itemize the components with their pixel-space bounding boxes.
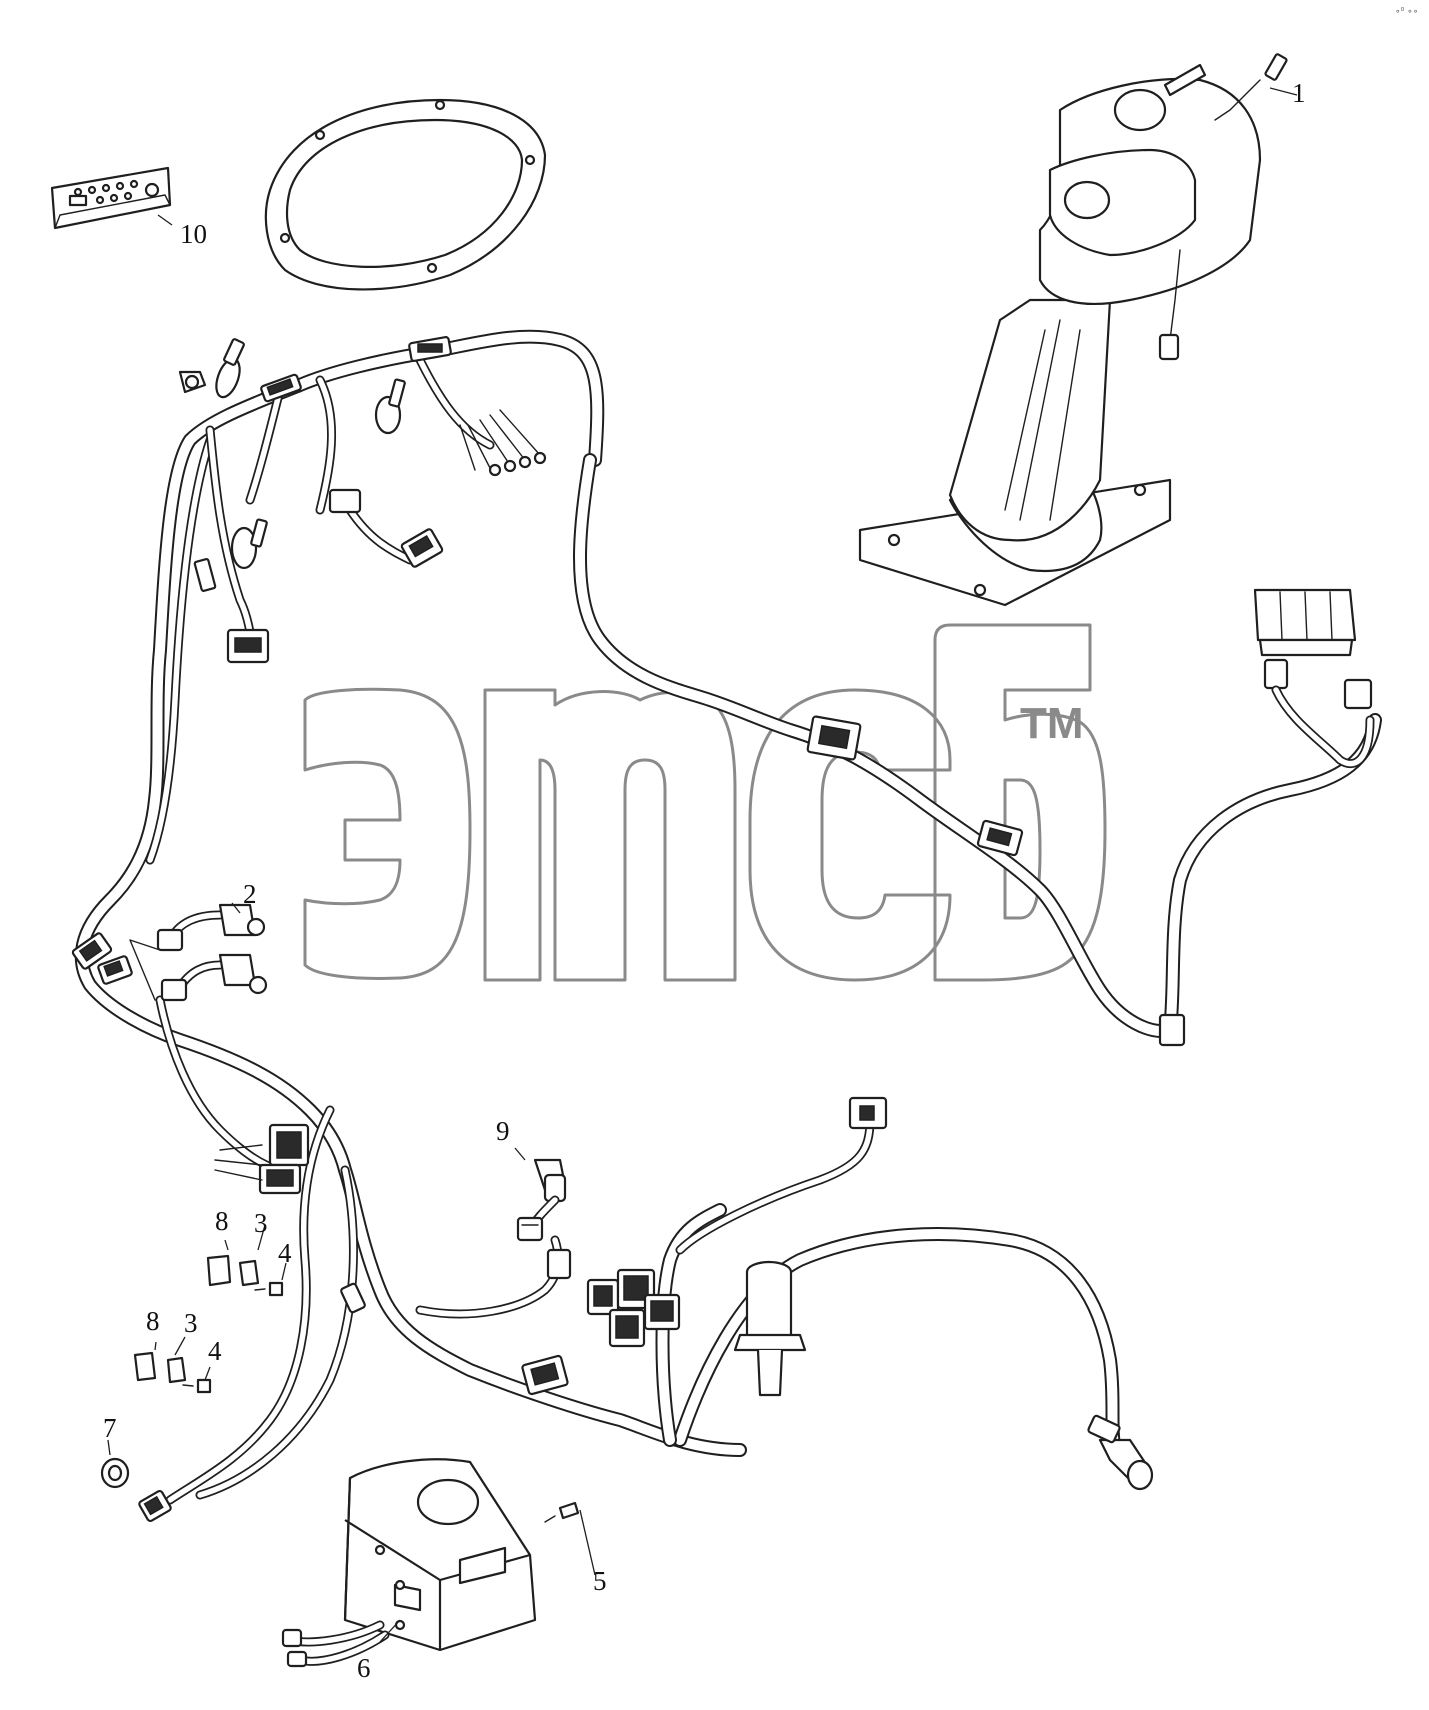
horn-connector [1087, 1414, 1154, 1491]
callout-2: 2 [243, 879, 257, 909]
callout-3-lower: 3 [184, 1308, 198, 1338]
watermark-logo: TM [303, 623, 1107, 982]
callout-10: 10 [180, 219, 207, 249]
callout-4-upper: 4 [278, 1238, 292, 1268]
temperature-sensor [516, 1158, 567, 1242]
joystick-assembly [858, 53, 1288, 607]
leader-lines [107, 87, 1298, 1643]
callout-9: 9 [496, 1116, 510, 1146]
watermark-trademark: TM [1020, 699, 1084, 748]
callout-3-upper: 3 [254, 1208, 268, 1238]
main-harness [74, 329, 1382, 1505]
fuse-relay-box [281, 1458, 537, 1668]
grommet [100, 1457, 130, 1489]
bracket-set-lower [133, 1351, 212, 1394]
instrument-bezel [264, 98, 547, 291]
pressure-sensors [129, 903, 268, 1002]
callout-1: 1 [1292, 78, 1306, 108]
callout-5: 5 [593, 1566, 607, 1596]
callout-8-upper: 8 [215, 1206, 229, 1236]
callout-8-lower: 8 [146, 1306, 160, 1336]
bracket-set-upper [206, 1254, 284, 1297]
fastener-screw [544, 1501, 580, 1523]
callout-numbers: 1 2 3 4 8 3 4 8 5 6 7 9 10 [103, 78, 1306, 1683]
corner-mark: ∘⁰ ∘∘ [1395, 7, 1418, 17]
harness-connectors [71, 336, 1186, 1523]
callout-6: 6 [357, 1653, 371, 1683]
keypad-panel [50, 166, 172, 230]
rocker-switch-block [1253, 588, 1375, 769]
callout-4-lower: 4 [208, 1336, 222, 1366]
callout-7: 7 [103, 1413, 117, 1443]
solenoid-actuator [733, 1260, 807, 1397]
